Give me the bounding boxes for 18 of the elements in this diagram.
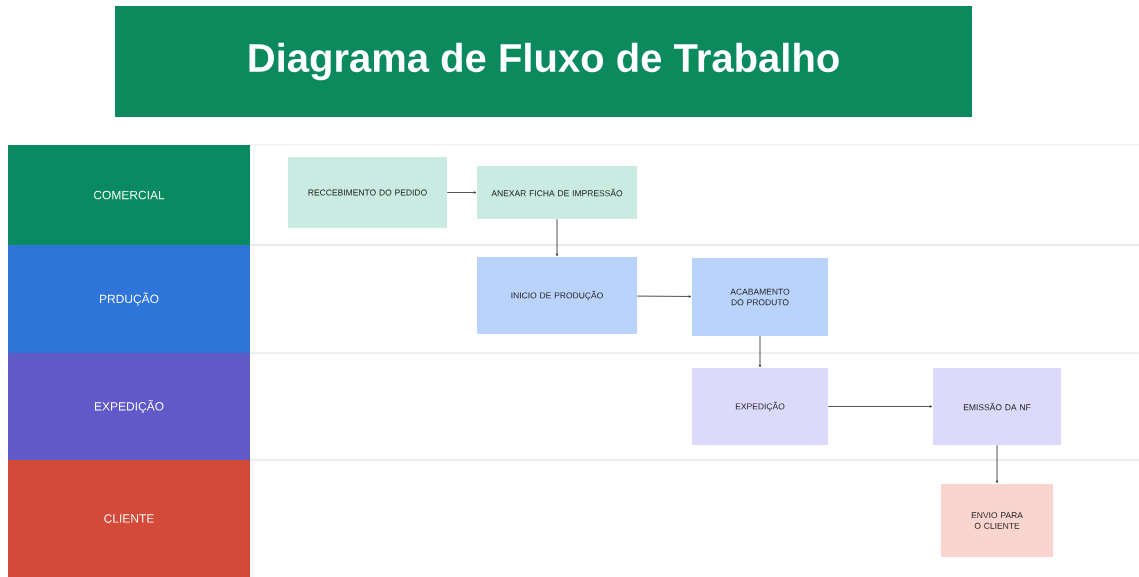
process-box: ANEXAR FICHA DE IMPRESSÃO [477, 166, 637, 219]
arrow [446, 191, 477, 194]
arrow [555, 218, 559, 257]
lane-header: COMERCIAL [8, 145, 250, 245]
lane-header: CLIENTE [8, 460, 250, 577]
process-box: ACABAMENTO DO PRODUTO [692, 258, 828, 336]
process-box: ENVIO PARA O CLIENTE [941, 484, 1053, 557]
arrow [995, 444, 999, 484]
lane-header: EXPEDIÇÃO [8, 353, 250, 460]
lane-header: PRDUÇÃO [8, 245, 250, 353]
process-box: RECCEBIMENTO DO PEDIDO [288, 157, 447, 228]
title-banner: Diagrama de Fluxo de Trabalho [115, 6, 972, 117]
process-box: INICIO DE PRODUÇÃO [477, 257, 637, 334]
process-box: EMISSÃO DA NF [933, 368, 1061, 445]
process-box: EXPEDIÇÃO [692, 368, 828, 445]
arrow [636, 295, 692, 298]
arrow [827, 405, 933, 408]
arrow [758, 335, 762, 368]
